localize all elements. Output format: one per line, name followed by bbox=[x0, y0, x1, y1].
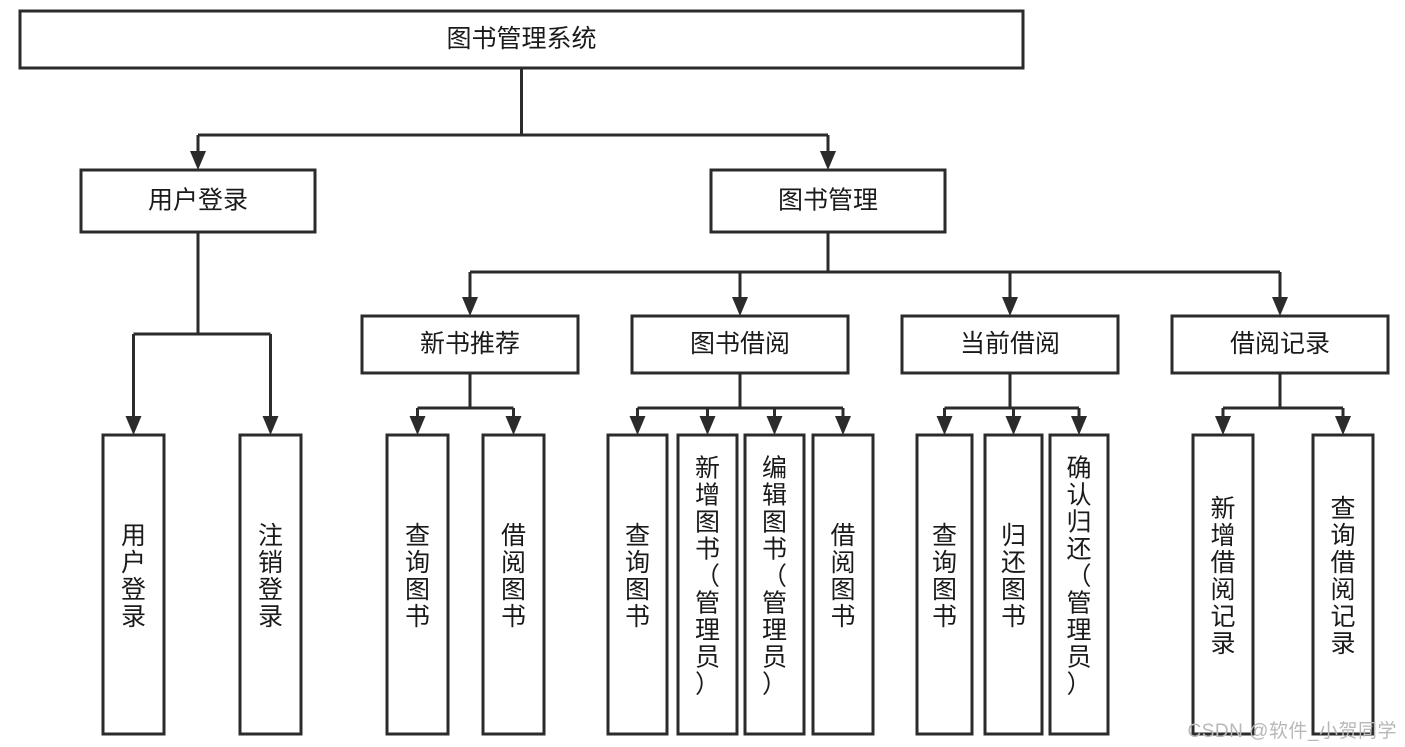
node-leaf-borrow-book-1[interactable]: 借阅图书 bbox=[481, 433, 546, 736]
arrow-head-icon bbox=[409, 416, 426, 435]
node-leaf-query-record[interactable]: 查询借阅记录 bbox=[1311, 433, 1375, 736]
node-label: 查询图书 bbox=[625, 522, 650, 631]
node-leaf-query-book-1[interactable]: 查询图书 bbox=[385, 433, 450, 736]
node-user-login[interactable]: 用户登录 bbox=[79, 168, 317, 234]
node-label: 查询图书 bbox=[405, 522, 430, 631]
node-leaf-return-book[interactable]: 归还图书 bbox=[983, 433, 1044, 736]
arrow-head-icon bbox=[1272, 297, 1288, 316]
arrow-head-icon bbox=[766, 416, 783, 435]
arrow-head-icon bbox=[699, 416, 716, 435]
node-label: 当前借阅 bbox=[960, 330, 1060, 358]
node-book-manage[interactable]: 图书管理 bbox=[709, 168, 947, 234]
arrow-head-icon bbox=[1071, 416, 1087, 435]
node-label: 注销登录 bbox=[258, 522, 283, 631]
node-leaf-confirm-return[interactable]: 确认归还（管理员） bbox=[1048, 433, 1110, 736]
node-label: 确认归还（管理员） bbox=[1066, 455, 1091, 699]
node-leaf-add-book[interactable]: 新增图书（管理员） bbox=[676, 433, 739, 736]
node-label: 查询借阅记录 bbox=[1330, 495, 1355, 658]
arrow-head-icon bbox=[835, 416, 851, 435]
node-label: 图书借阅 bbox=[690, 330, 790, 358]
arrow-head-icon bbox=[462, 297, 478, 316]
node-label: 归还图书 bbox=[1001, 522, 1026, 631]
node-borrow-record[interactable]: 借阅记录 bbox=[1170, 314, 1390, 375]
node-leaf-borrow-book-2[interactable]: 借阅图书 bbox=[811, 433, 875, 736]
node-label: 借阅图书 bbox=[501, 522, 526, 631]
arrow-head-icon bbox=[629, 416, 646, 435]
arrow-head-icon bbox=[190, 151, 206, 170]
arrow-head-icon bbox=[505, 416, 522, 435]
node-root[interactable]: 图书管理系统 bbox=[18, 9, 1025, 70]
arrow-head-icon bbox=[125, 416, 142, 435]
node-leaf-user-login[interactable]: 用户登录 bbox=[101, 433, 166, 736]
arrow-head-icon bbox=[732, 297, 748, 316]
node-leaf-add-record[interactable]: 新增借阅记录 bbox=[1191, 433, 1255, 736]
node-book-borrow[interactable]: 图书借阅 bbox=[630, 314, 850, 375]
node-label: 新书推荐 bbox=[420, 330, 520, 358]
node-label: 图书管理系统 bbox=[446, 25, 596, 53]
arrow-head-icon bbox=[1005, 416, 1022, 435]
node-label: 编辑图书（管理员） bbox=[762, 455, 787, 699]
node-label: 用户登录 bbox=[121, 522, 146, 631]
node-layer: 图书管理系统用户登录图书管理新书推荐图书借阅当前借阅借阅记录用户登录注销登录查询… bbox=[18, 9, 1390, 736]
arrow-head-icon bbox=[1002, 297, 1018, 316]
node-label: 新增图书（管理员） bbox=[695, 455, 720, 699]
node-label: 借阅图书 bbox=[830, 522, 855, 631]
node-label: 查询图书 bbox=[932, 522, 957, 631]
node-label: 借阅记录 bbox=[1230, 330, 1330, 358]
arrow-head-icon bbox=[1335, 416, 1351, 435]
arrow-head-icon bbox=[820, 151, 836, 170]
arrow-head-icon bbox=[262, 416, 279, 435]
node-leaf-query-book-2[interactable]: 查询图书 bbox=[606, 433, 669, 736]
connector-layer bbox=[125, 68, 1351, 435]
node-label: 新增借阅记录 bbox=[1210, 495, 1235, 658]
node-label: 图书管理 bbox=[778, 187, 878, 215]
node-leaf-logout[interactable]: 注销登录 bbox=[238, 433, 303, 736]
arrow-head-icon bbox=[936, 416, 953, 435]
node-label: 用户登录 bbox=[148, 187, 248, 215]
arrow-head-icon bbox=[1215, 416, 1231, 435]
node-current-borrow[interactable]: 当前借阅 bbox=[900, 314, 1120, 375]
node-leaf-edit-book[interactable]: 编辑图书（管理员） bbox=[743, 433, 806, 736]
node-leaf-query-book-3[interactable]: 查询图书 bbox=[915, 433, 974, 736]
node-new-book-rec[interactable]: 新书推荐 bbox=[360, 314, 580, 375]
